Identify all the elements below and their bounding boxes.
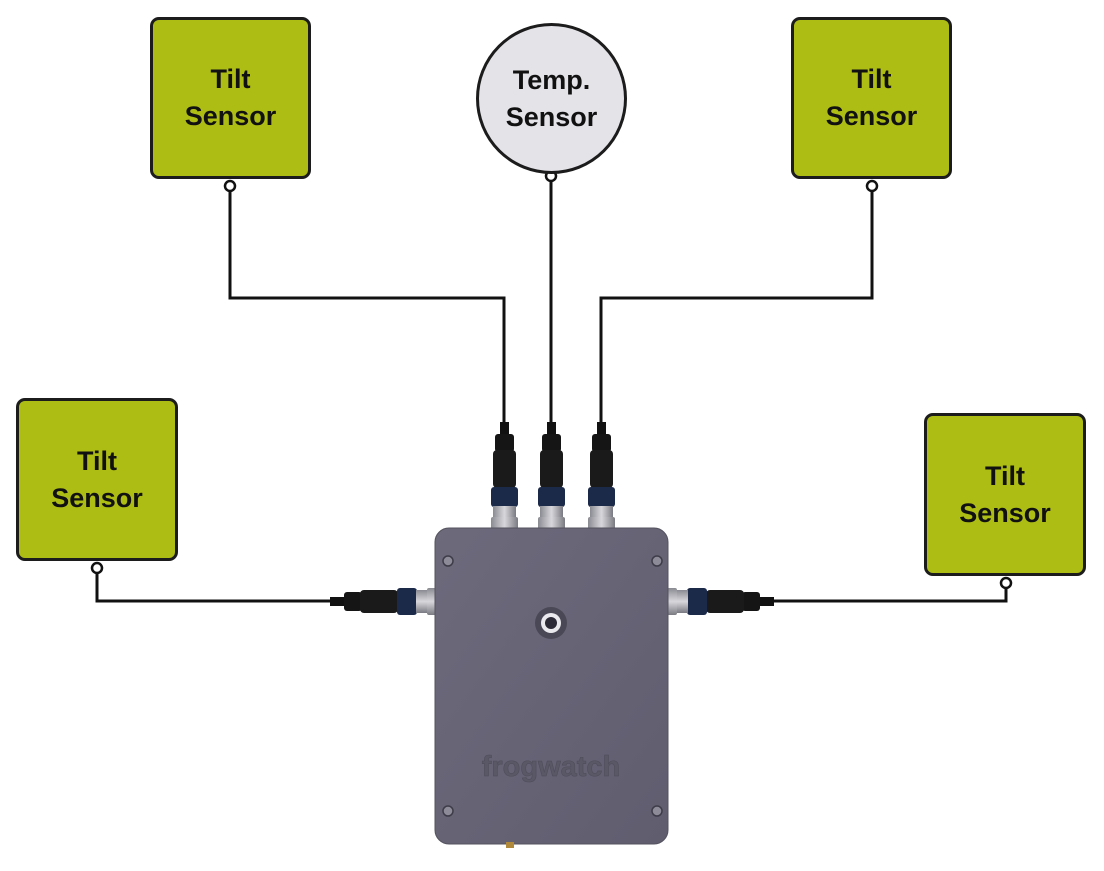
sensor-label-line1: Tilt [210, 64, 251, 94]
frogwatch-enclosure: frogwatch [434, 527, 669, 848]
connector-top-3 [588, 422, 615, 531]
status-led [535, 607, 567, 639]
sensor-label-line2: Sensor [184, 101, 277, 131]
temp-sensor: Temp. Sensor [476, 23, 627, 174]
screw-top-left [442, 555, 454, 567]
tilt-sensor-top-left: Tilt Sensor [150, 17, 311, 179]
connector-top-1 [491, 422, 518, 531]
connector-right [666, 588, 774, 615]
terminal-tilt-top-left [223, 179, 237, 193]
tilt-sensor-right: Tilt Sensor [924, 413, 1086, 576]
terminal-tilt-right [999, 576, 1013, 590]
sensor-label-line1: Tilt [77, 445, 117, 476]
sensor-label-line2: Sensor [959, 497, 1051, 528]
tilt-sensor-left: Tilt Sensor [16, 398, 178, 561]
sensor-label-line1: Tilt [985, 460, 1025, 491]
terminal-tilt-left [90, 561, 104, 575]
brand-logo-text: frogwatch [482, 751, 621, 783]
terminal-tilt-top-right [865, 179, 879, 193]
sensor-label-line2: Sensor [825, 101, 918, 131]
wire-tilt-right [770, 589, 1008, 603]
wire-tilt-top-left [228, 192, 506, 425]
top-connectors [491, 422, 615, 531]
wire-tilt-top-right [599, 192, 874, 425]
sensor-label-line2: Sensor [51, 482, 143, 513]
screw-bottom-right [651, 805, 663, 817]
tilt-sensor-top-right: Tilt Sensor [791, 17, 952, 179]
sensor-label-line2: Sensor [505, 101, 598, 132]
screw-top-right [651, 555, 663, 567]
bottom-fitting [506, 842, 514, 848]
connector-top-2 [538, 422, 565, 531]
connector-left [330, 588, 437, 615]
terminals [90, 169, 1013, 590]
sensor-label-line1: Temp. [512, 64, 591, 95]
wire-tilt-left [95, 574, 335, 603]
screw-bottom-left [442, 805, 454, 817]
wires [95, 182, 1008, 603]
sensor-label-line1: Tilt [851, 64, 892, 94]
